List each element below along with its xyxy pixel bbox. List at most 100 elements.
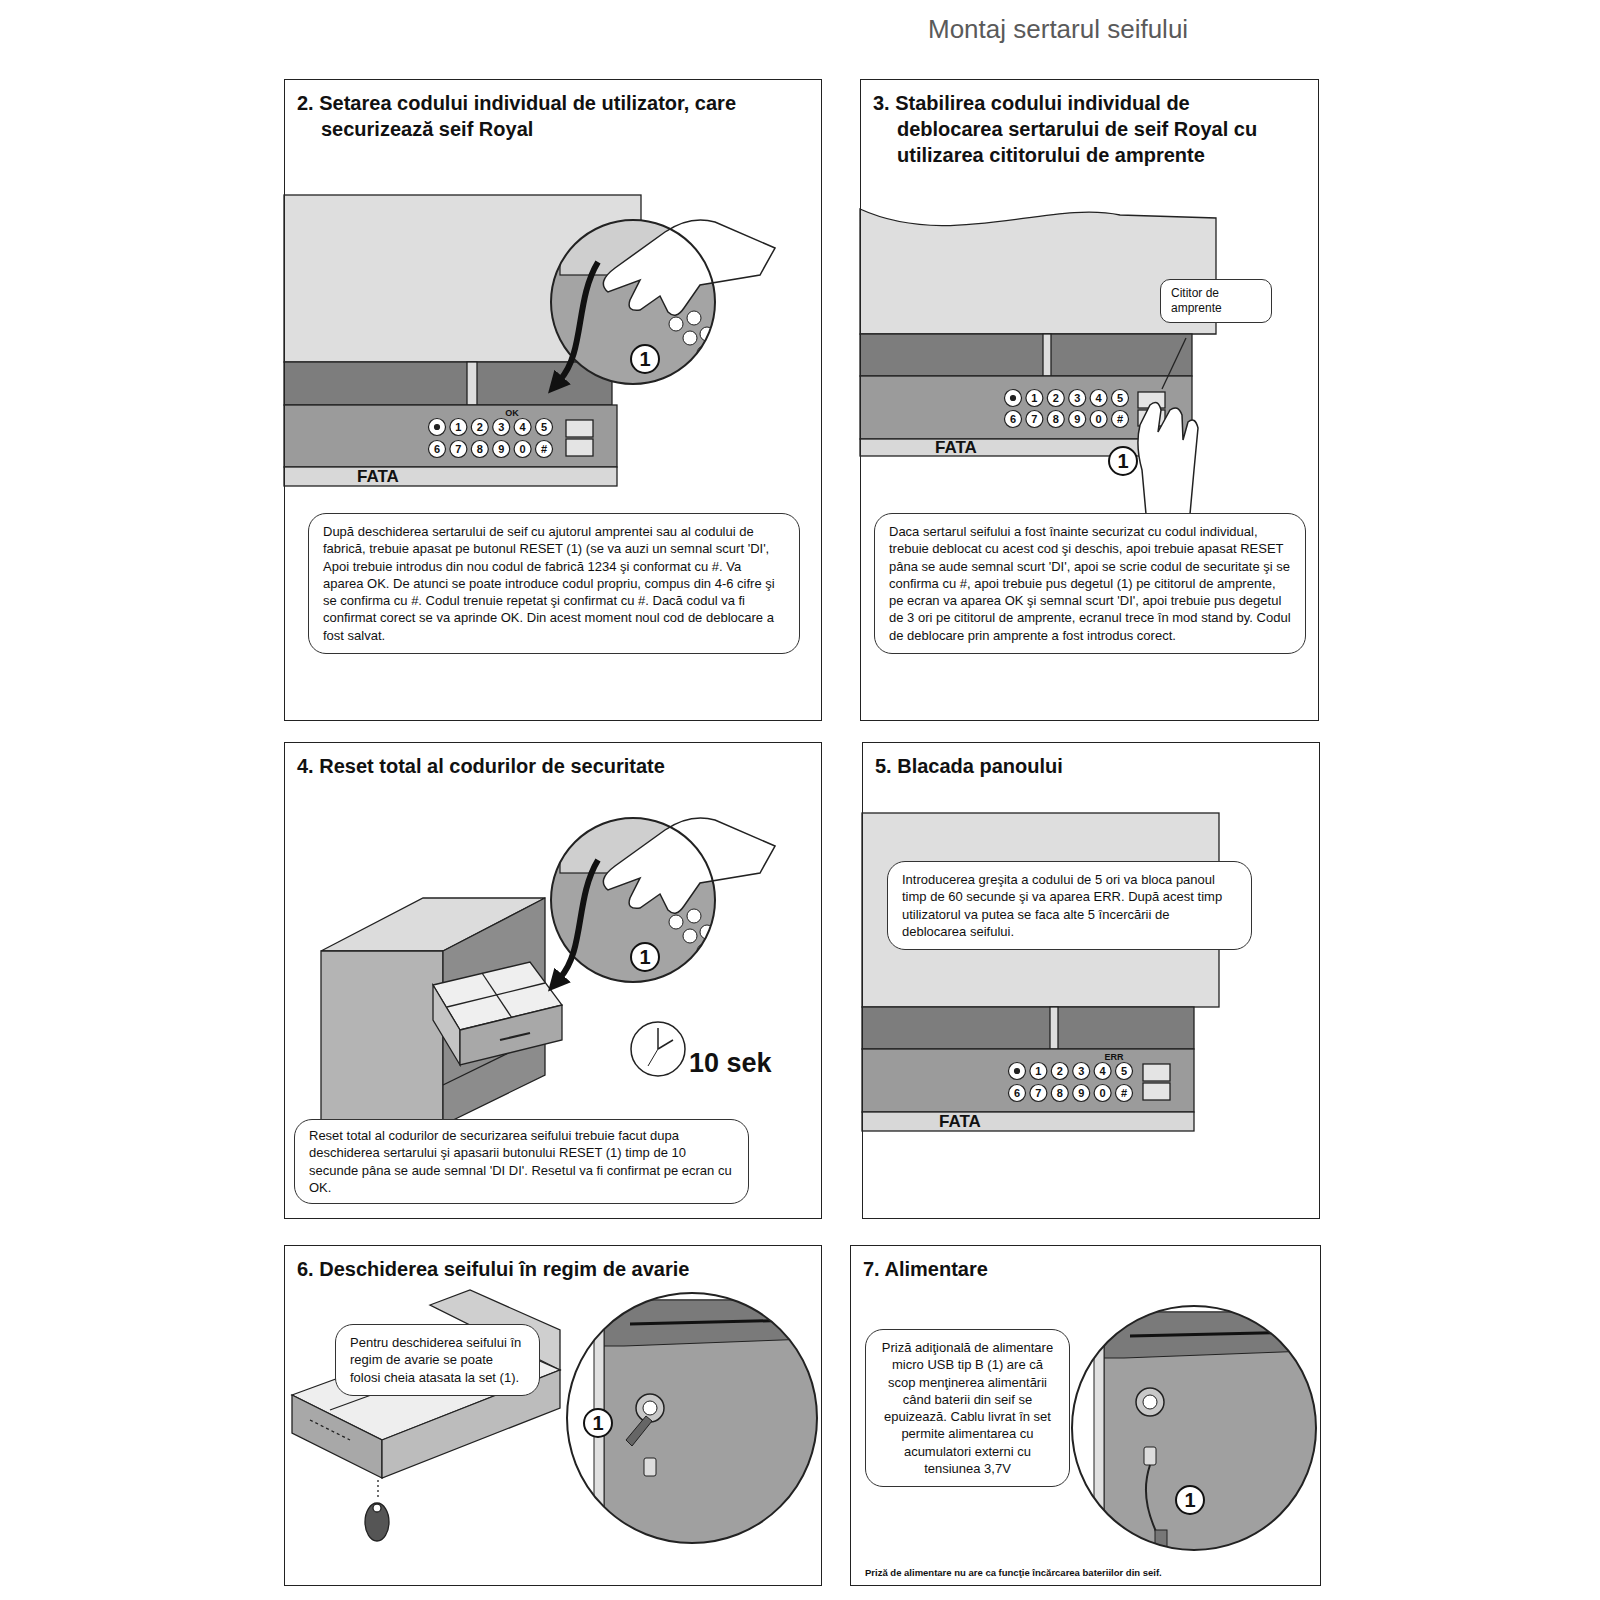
- callout-text: Pentru deschiderea seifului în regim de …: [350, 1334, 525, 1386]
- safe-front: [860, 209, 1216, 456]
- key-digit: 1: [1025, 389, 1043, 407]
- key-digit: 5: [535, 418, 553, 436]
- key-button: [1009, 1085, 1026, 1102]
- key-button: [471, 419, 488, 436]
- text-callout: Priză adiţională de alimentare micro USB…: [865, 1329, 1070, 1487]
- key-button: [1005, 411, 1022, 428]
- key-button: [429, 419, 446, 436]
- key-button: [1026, 411, 1043, 428]
- key-button: [493, 441, 510, 458]
- key-digit: 7: [449, 440, 467, 458]
- key-button: [1030, 1085, 1047, 1102]
- key-button: [1009, 1063, 1026, 1080]
- text-callout: Reset total al codurilor de securizarea …: [294, 1119, 749, 1204]
- panel-heading: 5. Blacada panoului: [875, 753, 1319, 779]
- drawer: [292, 1290, 560, 1541]
- callout-number: 1: [1175, 1485, 1205, 1515]
- key-digit: 2: [471, 418, 489, 436]
- key-button: [1005, 390, 1022, 407]
- key-digit: 2: [1051, 1062, 1069, 1080]
- key-button: [1090, 390, 1107, 407]
- instruction-panel: 5. Blacada panouluiIntroducerea greşita …: [862, 742, 1320, 1219]
- key-button: [1112, 411, 1129, 428]
- key-button: [1116, 1063, 1133, 1080]
- key-digit: 4: [1094, 1062, 1112, 1080]
- callout-text: După deschiderea sertarului de seif cu a…: [323, 523, 785, 644]
- key-digit: 4: [514, 418, 532, 436]
- panel-heading: 6. Deschiderea seifului în regim de avar…: [297, 1256, 826, 1282]
- key-digit: 2: [1047, 389, 1065, 407]
- callout-text: Cititor de amprente: [1171, 286, 1261, 316]
- callout-text: Priză adiţională de alimentare micro USB…: [880, 1339, 1055, 1477]
- key-digit: 9: [492, 440, 510, 458]
- leader-line: [1162, 338, 1186, 389]
- key-button: [514, 419, 531, 436]
- key-digit: 7: [1029, 1084, 1047, 1102]
- key-digit: 4: [1090, 389, 1108, 407]
- label-callout: Cititor de amprente: [1160, 279, 1272, 323]
- key-button: [1116, 1085, 1133, 1102]
- key-digit: 0: [514, 440, 532, 458]
- hand: [1138, 402, 1198, 514]
- callout-text: Introducerea greşita a codului de 5 ori …: [902, 871, 1237, 940]
- callout-number: 1: [1108, 446, 1138, 476]
- magnifier: [1072, 1306, 1334, 1572]
- key-button: [1015, 1069, 1020, 1074]
- key-button: [1051, 1063, 1068, 1080]
- key-button: [1090, 411, 1107, 428]
- key-digit: 6: [1004, 410, 1022, 428]
- key-button: [536, 441, 553, 458]
- footnote: Priză de alimentare nu are ca funcţie în…: [865, 1566, 1162, 1580]
- time-label: 10 sek: [689, 1046, 772, 1080]
- key-button: [429, 441, 446, 458]
- display-text: OK: [497, 407, 527, 419]
- key-digit: 7: [1025, 410, 1043, 428]
- key-button: [1069, 411, 1086, 428]
- instruction-panel: 4. Reset total al codurilor de securitat…: [284, 742, 822, 1219]
- key-digit: #: [535, 440, 553, 458]
- key-button: [1094, 1063, 1111, 1080]
- callout-text: Daca sertarul seifului a fost înainte se…: [889, 523, 1291, 644]
- key-button: [435, 425, 440, 430]
- instruction-panel: 3. Stabilirea codului individual de debl…: [860, 79, 1319, 721]
- panel-heading: 3. Stabilirea codului individual de debl…: [873, 90, 1287, 168]
- magnifier: [567, 1293, 834, 1560]
- text-callout: După deschiderea sertarului de seif cu a…: [308, 513, 800, 654]
- key-digit: 1: [449, 418, 467, 436]
- panel-heading: 4. Reset total al codurilor de securitat…: [297, 753, 826, 779]
- key-button: [1047, 411, 1064, 428]
- key-digit: 3: [1072, 1062, 1090, 1080]
- cabinet: [321, 898, 562, 1125]
- key-button: [450, 419, 467, 436]
- key-button: [1094, 1085, 1111, 1102]
- page-title: Montaj sertarul seifului: [928, 14, 1188, 45]
- key-digit: #: [1111, 410, 1129, 428]
- key-digit: 8: [471, 440, 489, 458]
- callout-number: 1: [583, 1408, 613, 1438]
- keypad: [429, 390, 1133, 1102]
- key-digit: #: [1115, 1084, 1133, 1102]
- key-button: [1073, 1085, 1090, 1102]
- key-digit: 8: [1047, 410, 1065, 428]
- key-button: [1011, 396, 1016, 401]
- panel-heading: 2. Setarea codului individual de utiliza…: [297, 90, 826, 142]
- key-digit: 1: [1029, 1062, 1047, 1080]
- key-button: [1112, 390, 1129, 407]
- front-label: FATA: [935, 438, 977, 457]
- key-digit: 3: [1068, 389, 1086, 407]
- key-digit: 6: [428, 440, 446, 458]
- key-digit: 0: [1094, 1084, 1112, 1102]
- key-button: [1073, 1063, 1090, 1080]
- callout-text: Reset total al codurilor de securizarea …: [309, 1127, 734, 1196]
- callout-number: 1: [630, 344, 660, 374]
- key-digit: 9: [1068, 410, 1086, 428]
- key-button: [536, 419, 553, 436]
- key-digit: 0: [1090, 410, 1108, 428]
- key-button: [1026, 390, 1043, 407]
- front-label: FATA: [357, 467, 399, 486]
- key-button: [1051, 1085, 1068, 1102]
- key-button: [1030, 1063, 1047, 1080]
- clock: [631, 1022, 685, 1076]
- key-digit: 3: [492, 418, 510, 436]
